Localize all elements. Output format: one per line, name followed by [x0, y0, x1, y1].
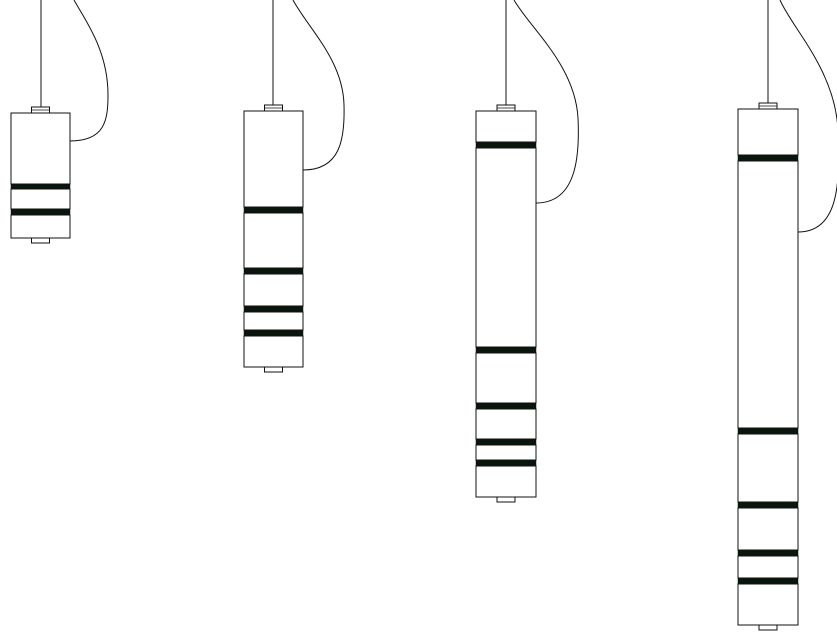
- pendant-3: [475, 0, 579, 503]
- joint-band: [10, 183, 71, 190]
- joint-band: [243, 305, 304, 313]
- pendant-4: [737, 0, 837, 631]
- power-cord: [69, 0, 109, 142]
- body-segment: [10, 214, 71, 239]
- pendant-2: [243, 0, 345, 373]
- joint-band: [737, 577, 799, 585]
- body-segment: [243, 110, 304, 208]
- body-segment: [243, 273, 304, 307]
- body-segment: [475, 444, 537, 461]
- body-segment: [737, 507, 799, 551]
- joint-band: [475, 402, 537, 410]
- body-segment: [243, 335, 304, 368]
- bottom-cap: [264, 366, 283, 373]
- body-segment: [475, 110, 537, 143]
- joint-band: [243, 329, 304, 337]
- power-cord: [779, 0, 837, 233]
- body-segment: [10, 112, 71, 185]
- body-segment: [475, 465, 537, 498]
- body-segment: [475, 147, 537, 348]
- joint-band: [737, 549, 799, 557]
- pendant-1: [10, 0, 109, 244]
- joint-band: [737, 154, 799, 162]
- joint-band: [475, 438, 537, 446]
- body-segment: [475, 408, 537, 440]
- power-cord: [292, 0, 345, 171]
- joint-band: [475, 459, 537, 467]
- joint-band: [243, 267, 304, 275]
- joint-band: [243, 206, 304, 214]
- body-segment: [737, 433, 799, 503]
- body-segment: [243, 212, 304, 269]
- power-cord: [513, 0, 579, 204]
- joint-band: [475, 346, 537, 354]
- bottom-cap: [496, 496, 516, 503]
- joint-band: [737, 427, 799, 435]
- bottom-cap: [31, 237, 50, 244]
- body-segment: [243, 311, 304, 331]
- bottom-cap: [758, 624, 778, 631]
- body-segment: [10, 188, 71, 210]
- body-segment: [737, 555, 799, 579]
- body-segment: [737, 108, 799, 156]
- joint-band: [737, 501, 799, 509]
- body-segment: [737, 583, 799, 626]
- joint-band: [10, 208, 71, 216]
- body-segment: [737, 160, 799, 429]
- body-segment: [475, 352, 537, 404]
- joint-band: [475, 141, 537, 149]
